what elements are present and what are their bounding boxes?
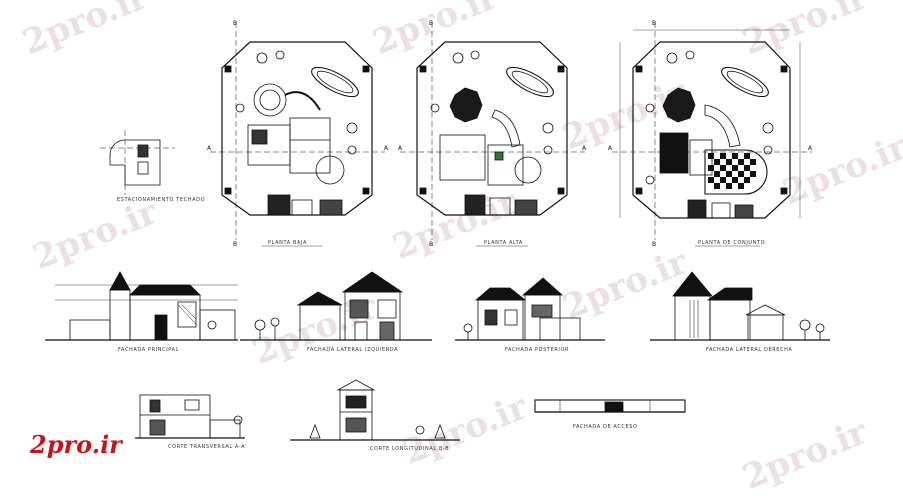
caption-carport: ESTACIONAMIENTO TECHADO: [117, 197, 206, 203]
section-marker-a: A: [207, 145, 212, 152]
caption-elev-main: FACHADA PRINCIPAL: [118, 347, 179, 353]
ground-floor-plan: [210, 22, 385, 240]
section-marker-a: A: [384, 145, 389, 152]
section-marker-b: B: [429, 20, 433, 27]
site-plan: [612, 22, 812, 240]
caption-access: FACHADA DE ACCESO: [573, 424, 638, 430]
section-marker-b: B: [652, 20, 656, 27]
caption-ground-floor: PLANTA BAJA: [268, 240, 308, 246]
elevation-rear: [455, 277, 605, 341]
section-marker-b: B: [233, 20, 237, 27]
upper-floor-plan: [400, 22, 585, 240]
section-marker-b: B: [652, 241, 656, 248]
section-marker-a: A: [608, 145, 613, 152]
section-marker-b: B: [429, 241, 433, 248]
caption-elev-left: FACHADA LATERAL IZQUIERDA: [307, 347, 399, 353]
section-bb: [290, 379, 460, 441]
section-marker-a: A: [398, 145, 403, 152]
caption-section-bb: CORTE LONGITUDINAL B-B': [370, 446, 452, 452]
elevation-left: [240, 271, 432, 341]
section-aa: [135, 394, 245, 439]
caption-site-plan: PLANTA DE CONJUNTO: [698, 240, 766, 246]
caption-elev-rear: FACHADA POSTERIOR: [505, 347, 570, 353]
site-logo: 2pro.ir: [30, 430, 122, 459]
section-access: [534, 399, 686, 413]
section-marker-a: A: [582, 145, 587, 152]
elevation-right: [650, 271, 830, 341]
caption-elev-right: FACHADA LATERAL DERECHA: [706, 347, 793, 353]
carport-detail: [100, 130, 175, 195]
caption-section-aa: CORTE TRANSVERSAL A-A': [168, 444, 248, 450]
section-marker-a: A: [808, 145, 813, 152]
caption-upper-floor: PLANTA ALTA: [484, 240, 523, 246]
section-marker-b: B: [233, 241, 237, 248]
elevation-main: [45, 271, 238, 341]
